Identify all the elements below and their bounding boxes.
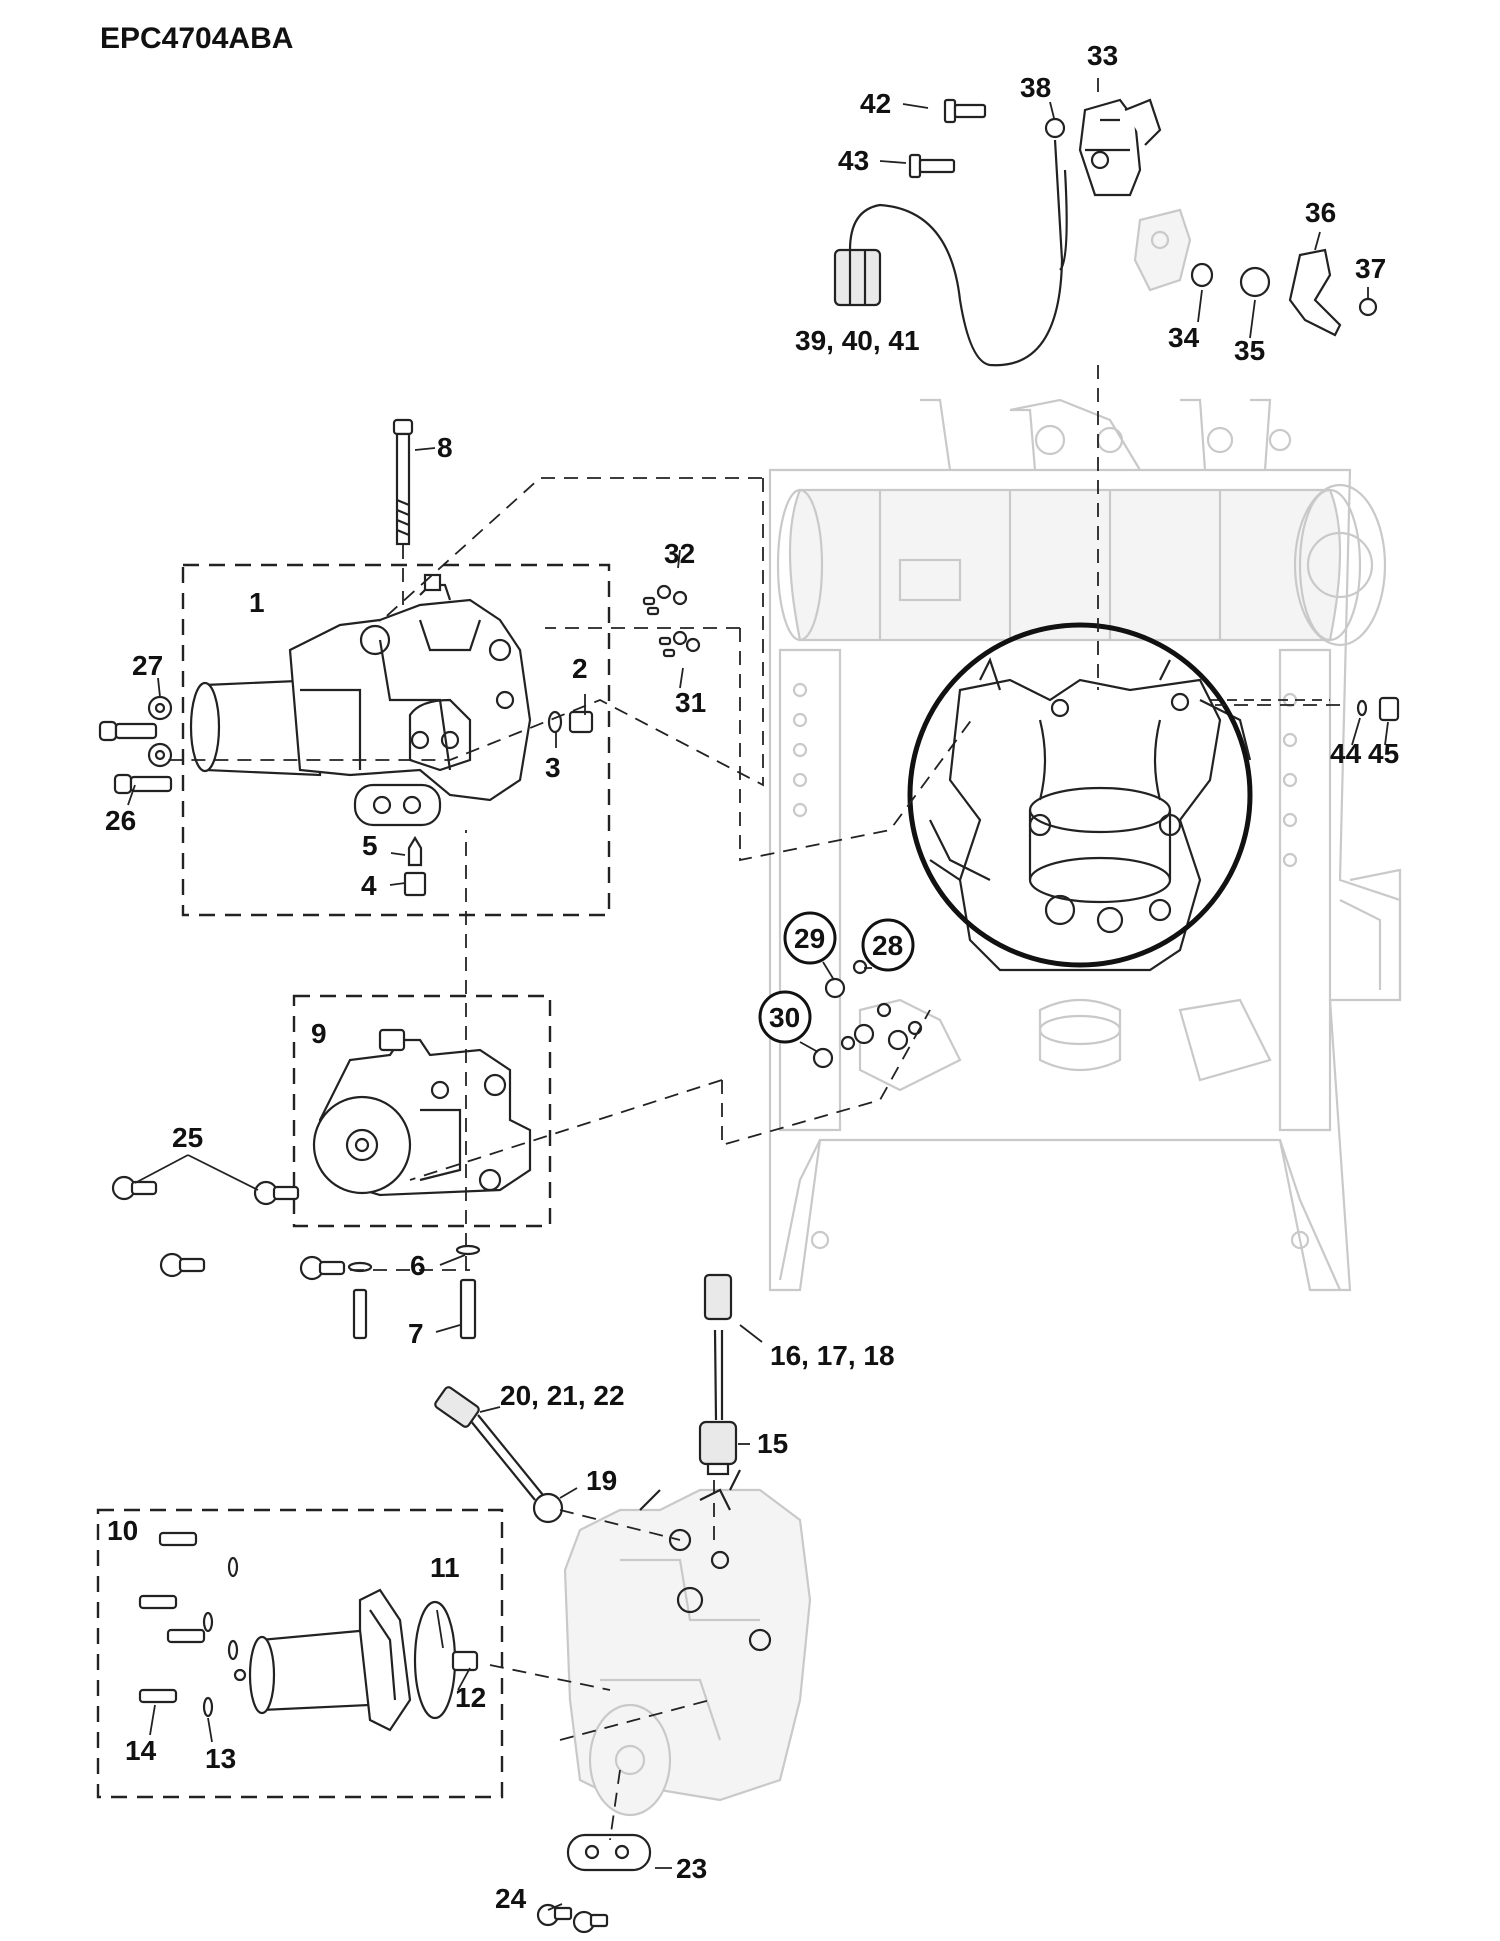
callout-30: 30 xyxy=(769,1002,800,1033)
callout-9: 9 xyxy=(311,1018,327,1049)
callout-36: 36 xyxy=(1305,197,1336,228)
callout-35: 35 xyxy=(1234,335,1265,366)
callout-20-22: 20, 21, 22 xyxy=(500,1380,625,1411)
callout-10: 10 xyxy=(107,1515,138,1546)
badge-30 xyxy=(758,990,812,1044)
plug-2 xyxy=(568,710,594,734)
assembly-lines xyxy=(160,365,1340,1841)
callout-8: 8 xyxy=(437,432,453,463)
callout-23: 23 xyxy=(676,1853,707,1884)
callout-4: 4 xyxy=(361,870,377,901)
connector-39 xyxy=(833,248,882,307)
long-bolt-8 xyxy=(392,418,414,546)
ring-38 xyxy=(1044,117,1066,139)
coupler-12 xyxy=(451,1650,479,1672)
screw-42 xyxy=(943,98,987,124)
hydrostatic-pump-1 xyxy=(189,573,532,827)
callout-43: 43 xyxy=(838,145,869,176)
callout-3: 3 xyxy=(545,752,561,783)
callout-24: 24 xyxy=(495,1883,527,1914)
motor-10 xyxy=(233,1588,412,1732)
callout-14: 14 xyxy=(125,1735,157,1766)
bolt-25 xyxy=(111,1175,346,1281)
fitting-4 xyxy=(403,871,427,897)
callout-25: 25 xyxy=(172,1122,203,1153)
pressure-switch-15 xyxy=(698,1329,738,1476)
washer-37 xyxy=(1358,297,1378,317)
callout-26: 26 xyxy=(105,805,136,836)
washer-32 xyxy=(642,584,688,616)
washer-6 xyxy=(347,1261,373,1273)
bracket-ghost xyxy=(1133,208,1192,292)
callout-15: 15 xyxy=(757,1428,788,1459)
callout-5: 5 xyxy=(362,830,378,861)
callout-34: 34 xyxy=(1168,322,1200,353)
washer-6b xyxy=(455,1244,481,1256)
assembly-10-box xyxy=(96,1508,504,1799)
detail-circle xyxy=(907,622,1253,968)
bolt-7b xyxy=(459,1278,477,1340)
bolt-7 xyxy=(352,1288,368,1340)
pump-assembly-9 xyxy=(312,1028,532,1197)
diagram-code: EPC4704ABA xyxy=(100,22,294,55)
callout-labels: 1 2 3 4 5 6 7 8 9 10 11 12 13 14 15 16, … xyxy=(105,40,1399,1914)
callout-32: 32 xyxy=(664,538,695,569)
callout-11: 11 xyxy=(430,1552,460,1583)
callout-13: 13 xyxy=(205,1743,236,1774)
sensor-19 xyxy=(469,1414,564,1524)
callout-42: 42 xyxy=(860,88,891,119)
lower-pump xyxy=(563,1469,812,1817)
mounted-pump-detail xyxy=(929,657,1330,972)
callout-27: 27 xyxy=(132,650,163,681)
screw-14 xyxy=(138,1531,206,1704)
spring-35 xyxy=(1239,266,1271,298)
connector-20 xyxy=(434,1386,480,1428)
callout-31: 31 xyxy=(675,687,706,718)
nut-34 xyxy=(1190,262,1214,288)
screw-31 xyxy=(658,630,701,658)
oring-30 xyxy=(812,1047,834,1069)
callout-29: 29 xyxy=(794,923,825,954)
fitting-5 xyxy=(407,835,423,867)
callout-45: 45 xyxy=(1368,738,1399,769)
lever-36 xyxy=(1288,248,1342,337)
assembly-9-box xyxy=(292,994,552,1228)
callout-7: 7 xyxy=(408,1318,424,1349)
plate-23 xyxy=(566,1833,652,1872)
chassis-frame xyxy=(768,398,1402,1292)
nut-45 xyxy=(1378,696,1400,722)
callout-2: 2 xyxy=(572,653,588,684)
callout-33: 33 xyxy=(1087,40,1118,71)
washer-27 xyxy=(147,695,173,768)
leader-lines xyxy=(127,78,1389,1911)
badge-28 xyxy=(861,918,915,972)
callout-44: 44 xyxy=(1330,738,1362,769)
washer-13 xyxy=(202,1556,239,1718)
badge-29 xyxy=(783,911,837,965)
callout-28: 28 xyxy=(872,930,903,961)
callout-12: 12 xyxy=(455,1682,486,1713)
wire-harness xyxy=(848,139,1064,367)
seal-ring-11 xyxy=(413,1600,457,1720)
callout-38: 38 xyxy=(1020,72,1051,103)
washer-29 xyxy=(824,977,909,1051)
oring-3 xyxy=(547,710,563,734)
assembly-1-box xyxy=(181,563,611,917)
callout-39-41: 39, 40, 41 xyxy=(795,325,920,356)
callout-19: 19 xyxy=(586,1465,617,1496)
callout-37: 37 xyxy=(1355,253,1386,284)
callout-16-18: 16, 17, 18 xyxy=(770,1340,895,1371)
screw-43 xyxy=(908,153,956,179)
position-sensor-33 xyxy=(1078,98,1162,197)
washer-44 xyxy=(1356,699,1368,717)
bolt-24 xyxy=(536,1903,609,1934)
callout-6: 6 xyxy=(410,1250,426,1281)
connector-16 xyxy=(703,1273,733,1321)
bolt-26 xyxy=(98,720,173,795)
callout-1: 1 xyxy=(249,587,265,618)
